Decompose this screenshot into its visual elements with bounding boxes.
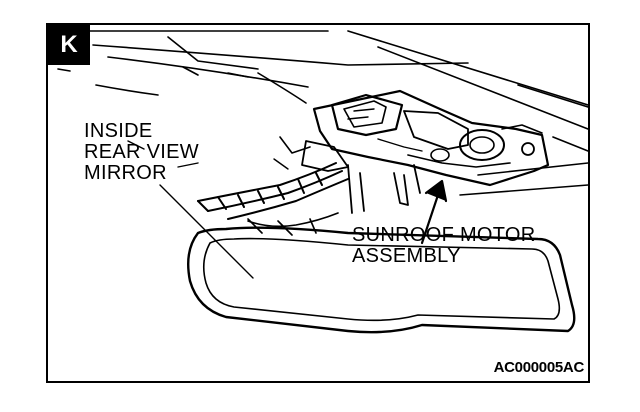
mirror-callout-line-1: INSIDE [84, 120, 153, 142]
diagram-illustration [57, 30, 588, 334]
motor-callout-line-2: ASSEMBLY [352, 245, 461, 267]
view-badge: K [48, 25, 90, 65]
mirror-callout: INSIDE REAR VIEW MIRROR [84, 121, 199, 184]
sunroof-motor-housing [312, 89, 550, 187]
callout-arrow [420, 179, 448, 245]
motor-callout: SUNROOF MOTOR ASSEMBLY [352, 225, 536, 267]
mirror-callout-line-2: REAR VIEW [84, 141, 199, 163]
rear-view-mirror [187, 218, 576, 334]
motor-callout-line-1: SUNROOF MOTOR [352, 224, 536, 246]
reference-code: AC000005AC [493, 359, 585, 376]
roof-structure-lines [57, 30, 588, 196]
diagram-frame: K INSIDE REAR VIEW MIRROR SUNROOF MOTOR … [46, 23, 590, 383]
mirror-callout-line-3: MIRROR [84, 162, 167, 184]
leader-lines [127, 140, 254, 279]
wiring-harness [197, 136, 349, 228]
mounting-bracket [301, 140, 421, 214]
